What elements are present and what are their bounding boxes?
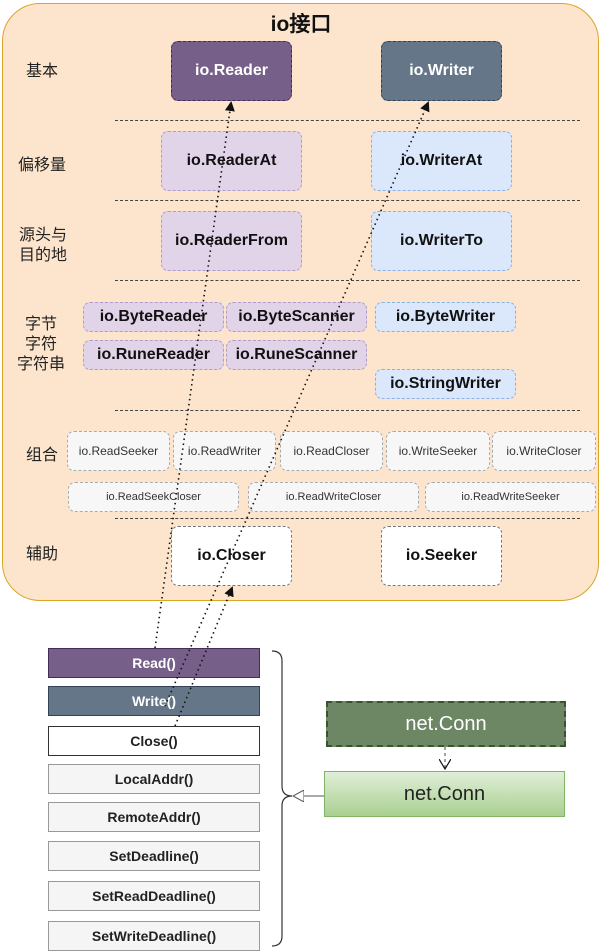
net-conn-impl-box: net.Conn	[324, 771, 565, 817]
row-label-basic: 基本	[25, 63, 58, 80]
io-writecloser-box: io.WriteCloser	[492, 431, 596, 471]
io-writeseeker-box: io.WriteSeeker	[386, 431, 490, 471]
row-label-offset: 偏移量	[17, 157, 66, 174]
io-readwritecloser-box: io.ReadWriteCloser	[248, 482, 419, 512]
page-title: io接口	[270, 13, 332, 36]
io-reader-box: io.Reader	[171, 41, 292, 101]
io-readseekcloser-box: io.ReadSeekCloser	[68, 482, 239, 512]
io-stringwriter-box: io.StringWriter	[375, 369, 516, 399]
separator	[115, 200, 580, 201]
io-runescanner-box: io.RuneScanner	[226, 340, 367, 370]
io-readcloser-box: io.ReadCloser	[280, 431, 383, 471]
method-setwritedeadline: SetWriteDeadline()	[48, 921, 260, 951]
io-seeker-box: io.Seeker	[381, 526, 502, 586]
method-setreaddeadline: SetReadDeadline()	[48, 881, 260, 911]
row-label-helper: 辅助	[25, 546, 58, 563]
method-remoteaddr: RemoteAddr()	[48, 802, 260, 832]
row-label-combo: 组合	[25, 447, 58, 464]
separator	[115, 120, 580, 121]
io-readerfrom-box: io.ReaderFrom	[161, 211, 302, 271]
method-setdeadline: SetDeadline()	[48, 841, 260, 871]
io-bytereader-box: io.ByteReader	[83, 302, 224, 332]
row-label-source-dest: 源头与 目的地	[18, 227, 67, 264]
net-conn-interface-box: net.Conn	[326, 701, 566, 747]
method-brace	[271, 650, 293, 947]
io-bytescanner-box: io.ByteScanner	[226, 302, 367, 332]
io-readwriter-box: io.ReadWriter	[173, 431, 276, 471]
io-readwriteseeker-box: io.ReadWriteSeeker	[425, 482, 596, 512]
io-readerat-box: io.ReaderAt	[161, 131, 302, 191]
io-closer-box: io.Closer	[171, 526, 292, 586]
separator	[115, 280, 580, 281]
io-bytewriter-box: io.ByteWriter	[375, 302, 516, 332]
io-readseeker-box: io.ReadSeeker	[67, 431, 170, 471]
io-writerto-box: io.WriterTo	[371, 211, 512, 271]
method-read: Read()	[48, 648, 260, 678]
io-writer-box: io.Writer	[381, 41, 502, 101]
method-localaddr: LocalAddr()	[48, 764, 260, 794]
separator	[115, 410, 580, 411]
method-close: Close()	[48, 726, 260, 756]
separator	[115, 518, 580, 519]
row-label-byte-char: 字节 字符 字符串	[16, 316, 65, 373]
io-runereader-box: io.RuneReader	[83, 340, 224, 370]
io-writerat-box: io.WriterAt	[371, 131, 512, 191]
method-write: Write()	[48, 686, 260, 716]
